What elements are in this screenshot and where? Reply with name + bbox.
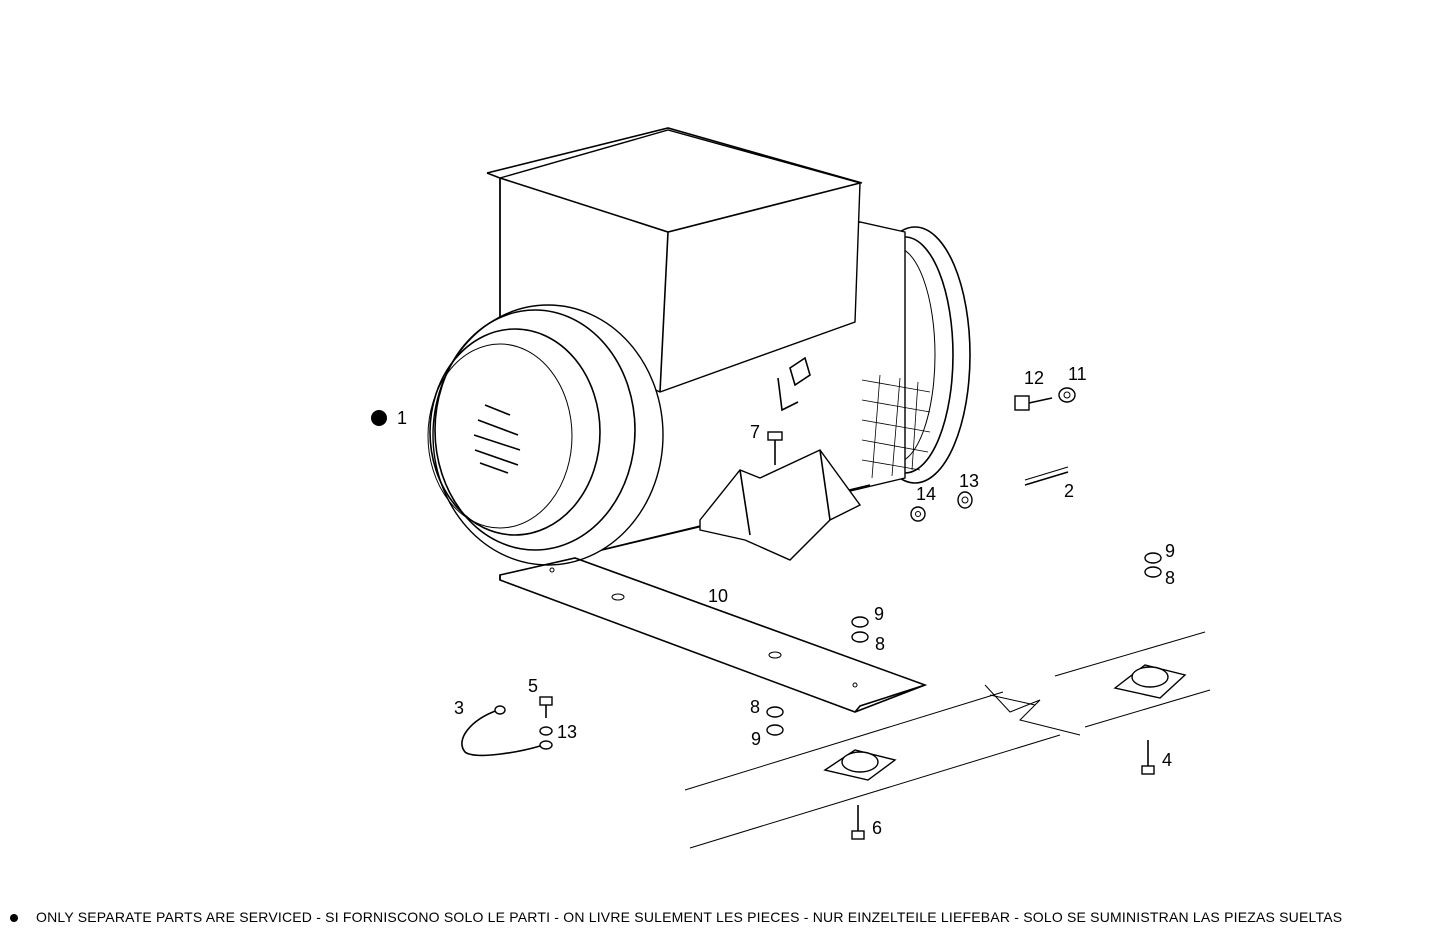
callout-8-b: 8 bbox=[875, 634, 885, 654]
callout-7: 7 bbox=[750, 422, 760, 442]
serviced-marker-icon bbox=[371, 410, 387, 426]
callout-10: 10 bbox=[708, 586, 728, 606]
callout-9-a: 9 bbox=[1165, 541, 1175, 561]
footnote-text: ONLY SEPARATE PARTS ARE SERVICED - SI FO… bbox=[36, 909, 1343, 925]
fasteners bbox=[461, 387, 1162, 840]
callout-14: 14 bbox=[916, 484, 936, 504]
callout-3: 3 bbox=[454, 698, 464, 718]
callout-1: 1 bbox=[397, 408, 407, 428]
callout-9-b: 9 bbox=[874, 604, 884, 624]
callout-8-c: 8 bbox=[750, 697, 760, 717]
frame-rails bbox=[684, 631, 1211, 849]
callout-12: 12 bbox=[1024, 368, 1044, 388]
generator-assembly bbox=[427, 127, 971, 566]
callout-13-b: 13 bbox=[557, 722, 577, 742]
callout-8-a: 8 bbox=[1165, 568, 1175, 588]
callout-5: 5 bbox=[528, 676, 538, 696]
callout-13-a: 13 bbox=[959, 471, 979, 491]
part-10-mounting-strip bbox=[499, 557, 928, 713]
callout-2: 2 bbox=[1064, 481, 1074, 501]
callout-11: 11 bbox=[1068, 364, 1087, 384]
callout-9-c: 9 bbox=[751, 729, 761, 749]
service-footnote: ONLY SEPARATE PARTS ARE SERVICED - SI FO… bbox=[10, 909, 1425, 935]
callout-6: 6 bbox=[872, 818, 882, 838]
callout-4: 4 bbox=[1162, 750, 1172, 770]
bullet-icon bbox=[10, 914, 18, 923]
callout-labels: 1 2 3 4 5 6 7 8 8 8 9 9 9 10 11 12 13 13… bbox=[397, 364, 1175, 838]
